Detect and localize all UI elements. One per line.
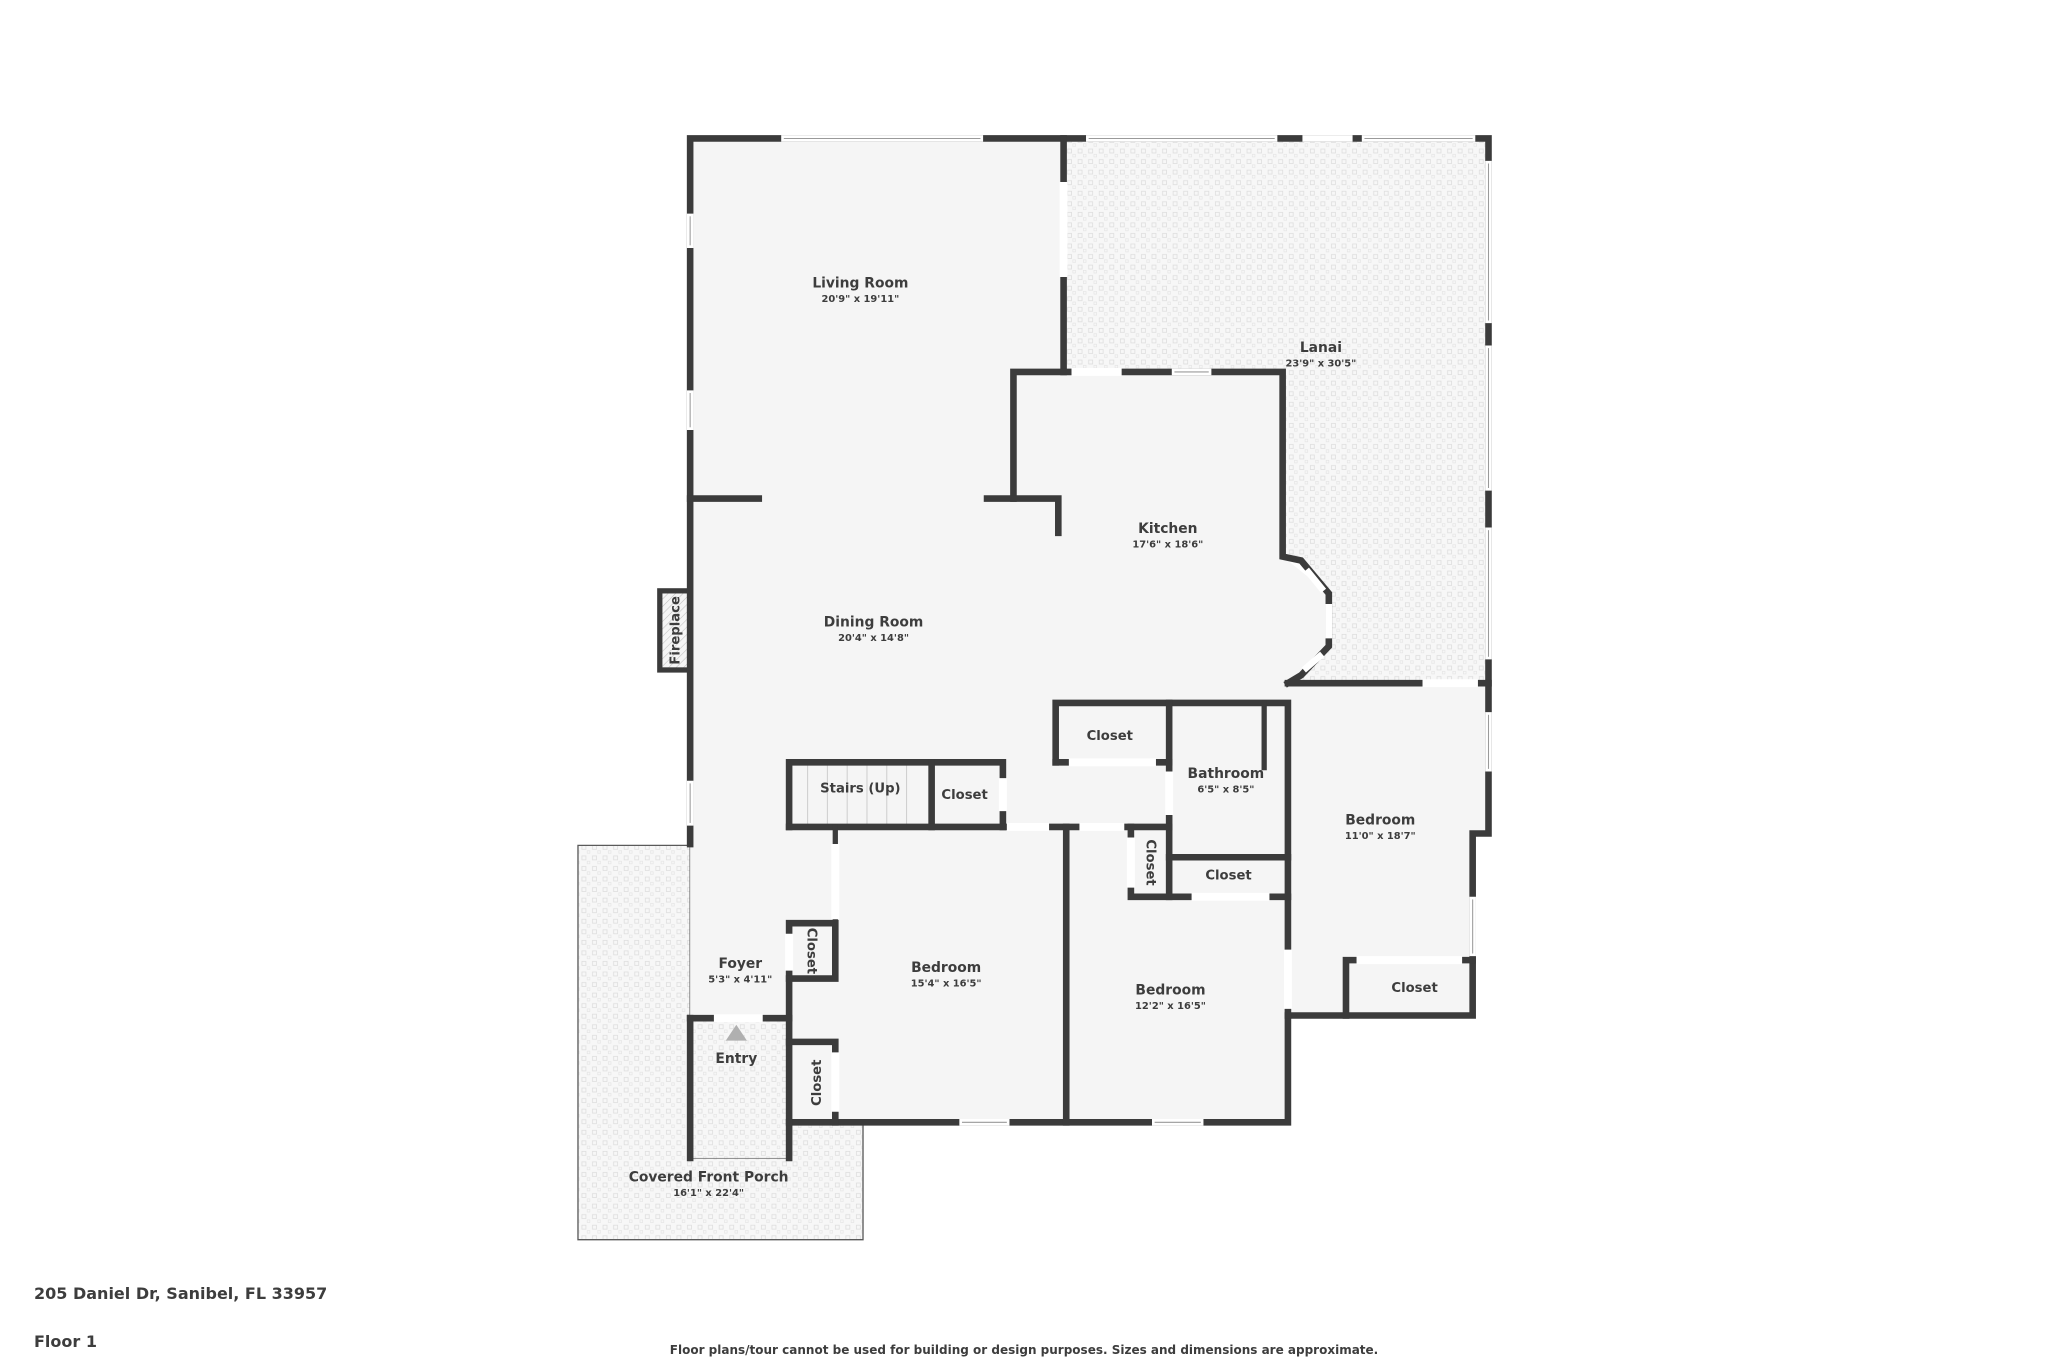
entry-arrow-icon bbox=[725, 1024, 747, 1041]
openings bbox=[713, 182, 1478, 1112]
foyer-dims: 5'3" x 4'11" bbox=[708, 975, 772, 986]
stairs-label: Stairs (Up) bbox=[820, 782, 900, 797]
closet-hall-top-label: Closet bbox=[1087, 729, 1133, 744]
fireplace-label: Fireplace bbox=[669, 596, 684, 665]
dining-room-label: Dining Room bbox=[824, 614, 924, 630]
bedroom-middle-label: Bedroom bbox=[1135, 982, 1205, 998]
kitchen-dims: 17'6" x 18'6" bbox=[1132, 539, 1203, 550]
bedroom-right-label: Bedroom bbox=[1345, 812, 1415, 828]
lanai-area bbox=[1063, 138, 1489, 684]
closet-vertical-hall-label: Closet bbox=[1143, 839, 1158, 885]
bedroom-left-dims: 15'4" x 16'5" bbox=[911, 978, 982, 989]
closet-bedroom-right-label: Closet bbox=[1391, 981, 1437, 996]
windows bbox=[686, 135, 1492, 1126]
porch-dims: 16'1" x 22'4" bbox=[673, 1188, 744, 1199]
living-room-label: Living Room bbox=[812, 276, 908, 292]
living-room-dims: 20'9" x 19'11" bbox=[822, 294, 900, 305]
foyer-label: Foyer bbox=[718, 956, 762, 972]
closet-foyer-label: Closet bbox=[804, 928, 819, 974]
room-labels: Living Room 20'9" x 19'11" Lanai 23'9" x… bbox=[629, 276, 1438, 1200]
stairs bbox=[789, 762, 932, 827]
property-address: 205 Daniel Dr, Sanibel, FL 33957 bbox=[34, 1284, 328, 1303]
bedroom-left-label: Bedroom bbox=[911, 960, 981, 976]
dining-room-dims: 20'4" x 14'8" bbox=[838, 633, 909, 644]
disclaimer-text: Floor plans/tour cannot be used for buil… bbox=[669, 1343, 1379, 1357]
closet-stairs-label: Closet bbox=[941, 788, 987, 803]
bedroom-middle-dims: 12'2" x 16'5" bbox=[1135, 1001, 1206, 1012]
kitchen-label: Kitchen bbox=[1138, 521, 1197, 537]
lanai-dims: 23'9" x 30'5" bbox=[1285, 359, 1356, 370]
closet-entry-label: Closet bbox=[810, 1060, 825, 1106]
fireplace bbox=[657, 588, 693, 673]
closet-bath-below-label: Closet bbox=[1205, 869, 1251, 884]
entry-label: Entry bbox=[715, 1051, 757, 1067]
porch-label: Covered Front Porch bbox=[629, 1170, 789, 1186]
bathroom-dims: 6'5" x 8'5" bbox=[1197, 785, 1254, 796]
bathroom-label: Bathroom bbox=[1188, 766, 1265, 782]
floor-label: Floor 1 bbox=[34, 1332, 97, 1351]
bedroom-right-dims: 11'0" x 18'7" bbox=[1345, 831, 1416, 842]
lanai-label: Lanai bbox=[1300, 340, 1342, 356]
